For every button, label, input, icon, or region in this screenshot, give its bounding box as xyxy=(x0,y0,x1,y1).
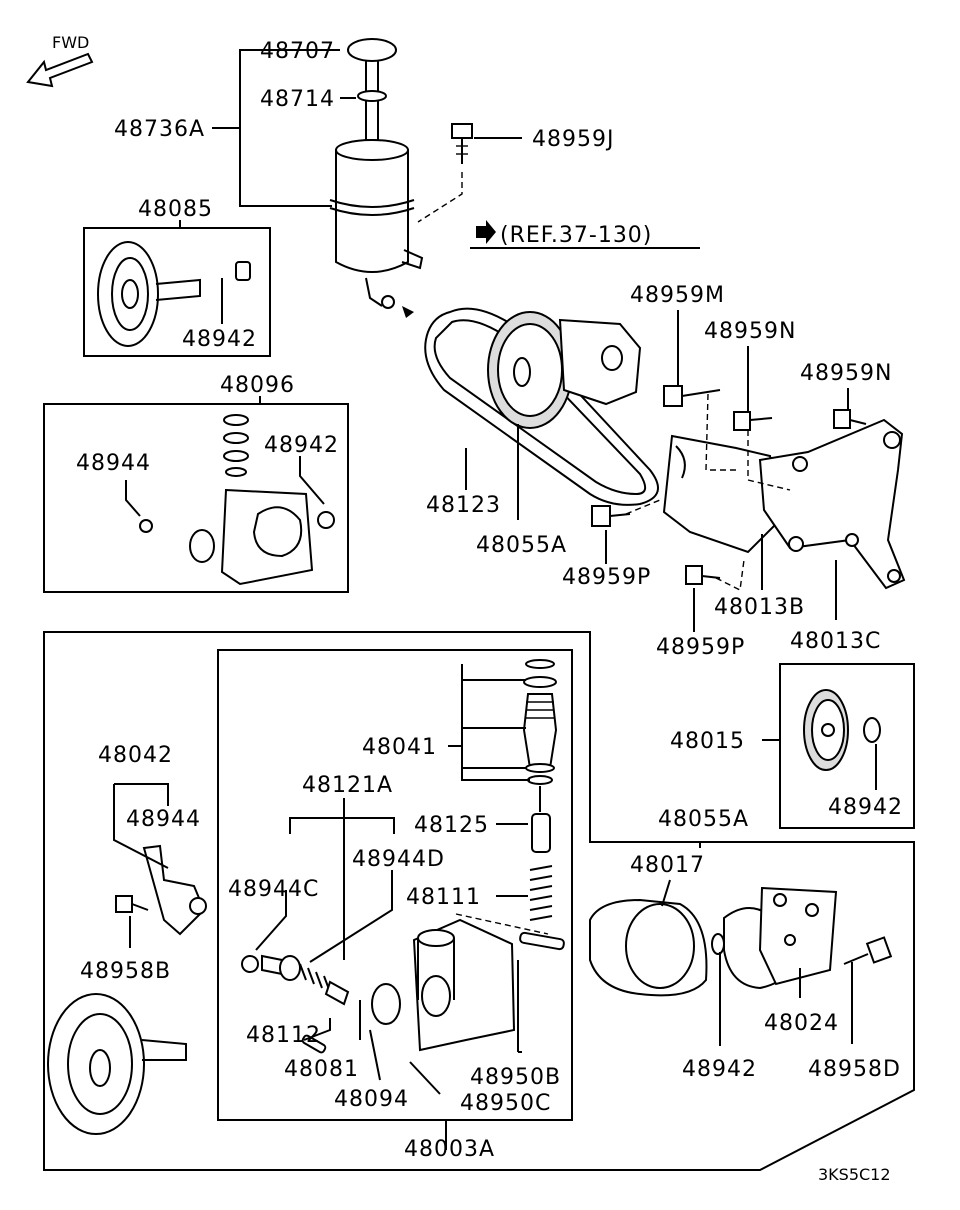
label-48942-b: 48942 xyxy=(264,433,339,458)
label-48003a: 48003A xyxy=(404,1137,495,1162)
label-48015: 48015 xyxy=(670,729,745,754)
label-48714: 48714 xyxy=(260,87,335,112)
label-48959j: 48959J xyxy=(532,127,614,152)
bracket-48042 xyxy=(115,844,207,936)
label-48944c: 48944C xyxy=(228,877,319,902)
belt-and-pump xyxy=(424,307,659,506)
pump-body xyxy=(301,918,565,1054)
ref-arrow-icon xyxy=(476,220,496,244)
bracket-bolts xyxy=(591,385,867,585)
label-48944-b: 48944 xyxy=(126,807,201,832)
pulley-lower xyxy=(47,993,187,1135)
fwd-arrow-icon xyxy=(26,52,94,88)
ref-label: (REF.37-130) xyxy=(500,223,652,248)
label-48959m: 48959M xyxy=(630,283,725,308)
pulley-48085 xyxy=(97,241,251,347)
leader-lines xyxy=(113,49,877,1150)
label-48085: 48085 xyxy=(138,197,213,222)
label-48042: 48042 xyxy=(98,743,173,768)
label-48013c: 48013C xyxy=(790,629,881,654)
fwd-indicator: FWD xyxy=(26,33,94,88)
label-48944-a: 48944 xyxy=(76,451,151,476)
label-48958d: 48958D xyxy=(808,1057,901,1082)
valve-assembly xyxy=(522,659,558,921)
label-48111: 48111 xyxy=(406,885,481,910)
label-48707: 48707 xyxy=(260,39,335,64)
bolt-48959j xyxy=(417,123,473,223)
label-48958b: 48958B xyxy=(80,959,171,984)
label-48112: 48112 xyxy=(246,1023,321,1048)
box-48096 xyxy=(43,403,349,593)
label-48942-c: 48942 xyxy=(828,795,903,820)
label-48942-a: 48942 xyxy=(182,327,257,352)
seal-kit-48096 xyxy=(139,414,335,586)
label-48950c: 48950C xyxy=(460,1091,551,1116)
cover-parts xyxy=(589,886,893,997)
label-48017: 48017 xyxy=(630,853,705,878)
box-48055a xyxy=(43,631,915,1171)
label-48123: 48123 xyxy=(426,493,501,518)
label-48959n-b: 48959N xyxy=(800,361,892,386)
box-48015 xyxy=(779,663,915,829)
label-48959n-a: 48959N xyxy=(704,319,796,344)
label-48096: 48096 xyxy=(220,373,295,398)
diagram-code: 3KS5C12 xyxy=(818,1165,891,1184)
label-48094: 48094 xyxy=(334,1087,409,1112)
shaft-parts xyxy=(241,954,350,1006)
brackets xyxy=(625,393,906,592)
flow-arrow-icon xyxy=(402,306,414,318)
label-48736a: 48736A xyxy=(114,117,205,142)
label-48959p-b: 48959P xyxy=(656,635,745,660)
label-48055a-b: 48055A xyxy=(658,807,749,832)
label-48024: 48024 xyxy=(764,1011,839,1036)
fwd-label: FWD xyxy=(52,33,89,52)
label-48944d: 48944D xyxy=(352,847,445,872)
box-48085 xyxy=(83,227,271,357)
label-48942-d: 48942 xyxy=(682,1057,757,1082)
label-48081: 48081 xyxy=(284,1057,359,1082)
label-48121a: 48121A xyxy=(302,773,393,798)
reservoir-tank xyxy=(329,38,424,318)
label-48950b: 48950B xyxy=(470,1065,561,1090)
label-48041: 48041 xyxy=(362,735,437,760)
label-48125: 48125 xyxy=(414,813,489,838)
box-48003a xyxy=(217,649,573,1121)
part-48015 xyxy=(803,689,881,771)
label-48959p-a: 48959P xyxy=(562,565,651,590)
label-48013b: 48013B xyxy=(714,595,805,620)
label-48055a-a: 48055A xyxy=(476,533,567,558)
